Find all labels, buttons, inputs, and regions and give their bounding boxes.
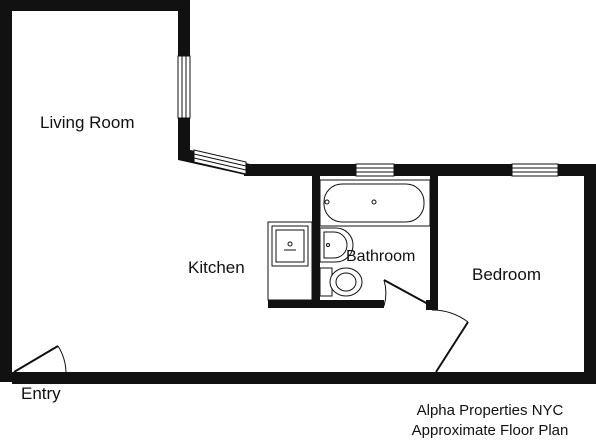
wall-bedroom-stub xyxy=(426,300,438,310)
wall-bottom-a xyxy=(12,372,584,384)
bathroom-door-leaf xyxy=(383,279,429,305)
windows xyxy=(177,55,559,177)
window-bedroom xyxy=(511,163,559,177)
wall-top-living xyxy=(0,0,190,11)
bathtub xyxy=(319,179,431,227)
window-living xyxy=(177,55,191,119)
wall-kitchen-bottom xyxy=(268,300,384,308)
wall-right-living-upper xyxy=(178,0,190,56)
wall-top-right-a xyxy=(244,164,356,176)
entry-door-leaf xyxy=(13,345,59,373)
bedroom-door-swing xyxy=(431,309,469,323)
wall-top-right-b xyxy=(394,164,512,176)
window-diagonal xyxy=(193,149,247,175)
caption-line2: Approximate Floor Plan xyxy=(411,422,569,439)
bathroom-door-swing xyxy=(383,279,387,307)
doors xyxy=(13,279,469,373)
entry-label: Entry xyxy=(21,384,61,403)
room-label-living-room: Living Room xyxy=(40,113,135,132)
room-label-bathroom: Bathroom xyxy=(346,248,416,265)
walls xyxy=(0,0,596,384)
wall-left xyxy=(0,0,12,382)
window-bathroom xyxy=(355,163,395,177)
wall-right xyxy=(584,164,596,384)
wall-bath-left xyxy=(312,176,320,300)
wall-bath-right xyxy=(430,176,438,308)
caption-line1: Alpha Properties NYC xyxy=(416,402,564,419)
room-label-bedroom: Bedroom xyxy=(472,265,541,284)
bathroom-sink xyxy=(319,227,354,263)
toilet xyxy=(319,267,363,297)
caption: Alpha Properties NYC Approximate Floor P… xyxy=(392,402,588,439)
bedroom-door-leaf xyxy=(435,321,469,373)
kitchen-sink xyxy=(267,221,313,301)
room-label-kitchen: Kitchen xyxy=(188,258,245,277)
entry-door-swing xyxy=(57,345,67,373)
